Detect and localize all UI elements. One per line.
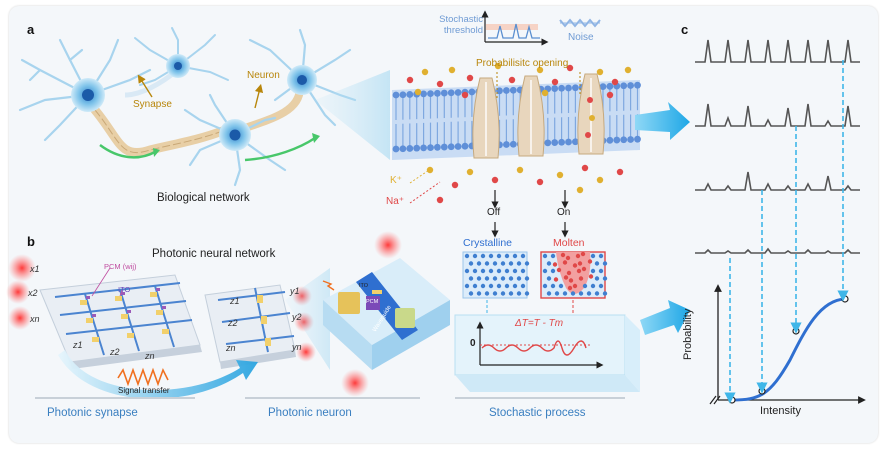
- sum-zn-right: zn: [226, 343, 236, 353]
- probability-curve-plot: [709, 284, 866, 405]
- molten-lattice: [540, 251, 608, 299]
- spike-train-2: [695, 103, 860, 127]
- crystalline-label: Crystalline: [463, 237, 513, 249]
- ito-label: ITO: [118, 285, 131, 294]
- signal-transfer-label: Signal transfer: [118, 386, 170, 395]
- crystalline-lattice: [462, 251, 530, 299]
- input-x1: x1: [30, 264, 40, 274]
- spike-train-4: [695, 247, 860, 254]
- output-y2: y2: [292, 312, 302, 322]
- panel-label-b: b: [27, 234, 35, 249]
- sum-z1-left: z1: [73, 340, 83, 350]
- panel-label-a: a: [27, 22, 35, 37]
- spike-trains: [695, 39, 860, 254]
- input-x2: x2: [28, 288, 38, 298]
- output-yn: yn: [292, 342, 302, 352]
- biological-network-illustration: [18, 27, 357, 187]
- y-axis-label: Probability: [682, 308, 694, 360]
- sodium-label: Na⁺: [386, 196, 405, 207]
- x-axis-label: Intensity: [760, 405, 801, 417]
- molten-label: Molten: [553, 237, 585, 249]
- ito-small-label: ITO: [359, 283, 369, 289]
- projection-dashes: [724, 60, 849, 404]
- output-y1: y1: [290, 286, 300, 296]
- probabilistic-opening-label: Probabilisitc opening: [476, 58, 569, 69]
- stochastic-process-tank: [454, 314, 640, 392]
- stochastic-threshold-inset: [481, 10, 601, 46]
- sum-z2-left: z2: [110, 347, 120, 357]
- arrow-to-probability-curve: [640, 300, 690, 335]
- neuron-label: Neuron: [247, 70, 280, 81]
- zero-label: 0: [470, 338, 476, 349]
- photonic-neural-network-title: Photonic neural network: [152, 248, 276, 260]
- sum-z2-right: z2: [228, 318, 238, 328]
- off-label: Off: [487, 207, 501, 218]
- noise-label: Noise: [568, 32, 594, 43]
- photonic-synapse-caption: Photonic synapse: [47, 407, 138, 419]
- zoom-beam-a: [315, 70, 390, 160]
- on-label: On: [557, 207, 571, 218]
- photonic-neuron-caption: Photonic neuron: [268, 407, 352, 419]
- sum-zn-left: zn: [145, 351, 155, 361]
- synapse-label: Synapse: [133, 99, 172, 110]
- biological-network-caption: Biological network: [157, 192, 250, 204]
- panel-label-c: c: [681, 22, 689, 37]
- potassium-label: K⁺: [390, 175, 402, 186]
- photonic-synapse-chip: [39, 267, 202, 369]
- signal-transfer-arrow: [58, 350, 258, 399]
- pcm-label: PCM (wij): [104, 262, 137, 271]
- stochastic-threshold-label: Stochastic threshold: [439, 14, 483, 36]
- sigmoid-curve: [731, 297, 846, 402]
- input-xn: xn: [30, 314, 40, 324]
- photonic-neuron-device: [323, 258, 450, 370]
- pcm-small-label: PCM: [366, 299, 379, 305]
- arrow-to-spike-trains: [635, 102, 690, 140]
- spike-train-3: [695, 171, 860, 191]
- ion-channel-membrane: [392, 62, 641, 204]
- sum-z1-right: z1: [230, 296, 240, 306]
- stochastic-process-caption: Stochastic process: [489, 407, 586, 419]
- photonic-neuron-chip: [204, 284, 296, 369]
- delta-t-equation: ΔT=T - Tm: [515, 318, 564, 329]
- spike-train-1: [695, 39, 860, 63]
